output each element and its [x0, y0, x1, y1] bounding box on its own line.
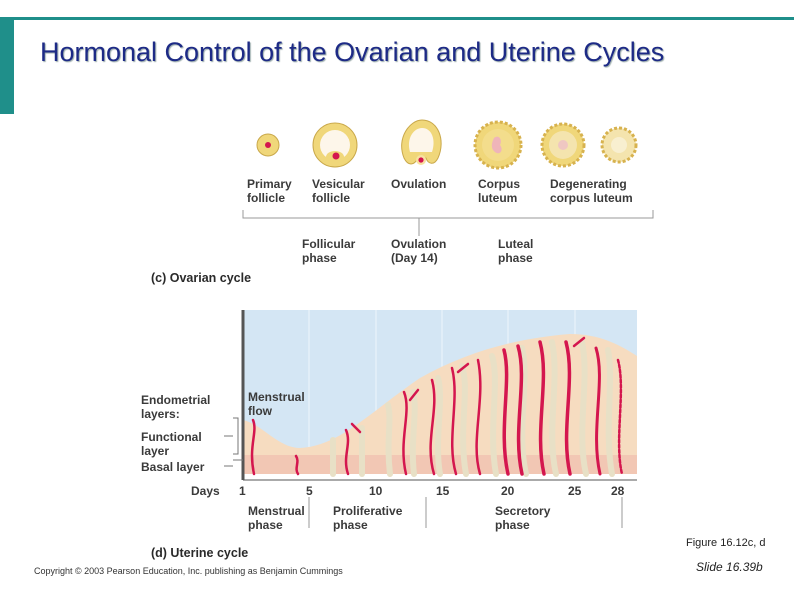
ovulation-icon [401, 119, 442, 165]
uterine-chart [241, 310, 637, 481]
day-tick-5: 5 [306, 484, 313, 498]
basal-layer-label: Basal layer [141, 460, 205, 474]
uterine-phase-dividers [308, 497, 623, 528]
days-label: Days [191, 484, 220, 498]
uterine-cycle-caption: (d) Uterine cycle [151, 546, 249, 560]
corpus-luteum-icon [473, 120, 523, 170]
primary-follicle-icon [256, 133, 280, 157]
day-tick-28: 28 [611, 484, 625, 498]
slide-title: Hormonal Control of the Ovarian and Uter… [40, 37, 665, 67]
day-tick-15: 15 [436, 484, 450, 498]
stage-label-ovulation: Ovulation [391, 177, 447, 191]
layer-bracket [224, 417, 243, 467]
ovarian-cycle-caption: (c) Ovarian cycle [151, 271, 252, 285]
day-tick-10: 10 [369, 484, 383, 498]
slide-number: Slide 16.39b [696, 560, 763, 574]
figure-reference: Figure 16.12c, d [686, 537, 766, 549]
copyright-notice: Copyright © 2003 Pearson Education, Inc.… [34, 566, 343, 576]
degenerating-corpus-luteum-icon [540, 122, 638, 168]
day-tick-25: 25 [568, 484, 582, 498]
ovarian-bracket [242, 210, 654, 236]
day-tick-20: 20 [501, 484, 515, 498]
left-accent-bar [0, 17, 14, 114]
day-tick-1: 1 [239, 484, 246, 498]
vesicular-follicle-icon [312, 122, 358, 168]
top-accent-bar [0, 17, 794, 20]
phase-label-ovulation: Ovulation(Day 14) [391, 237, 447, 265]
